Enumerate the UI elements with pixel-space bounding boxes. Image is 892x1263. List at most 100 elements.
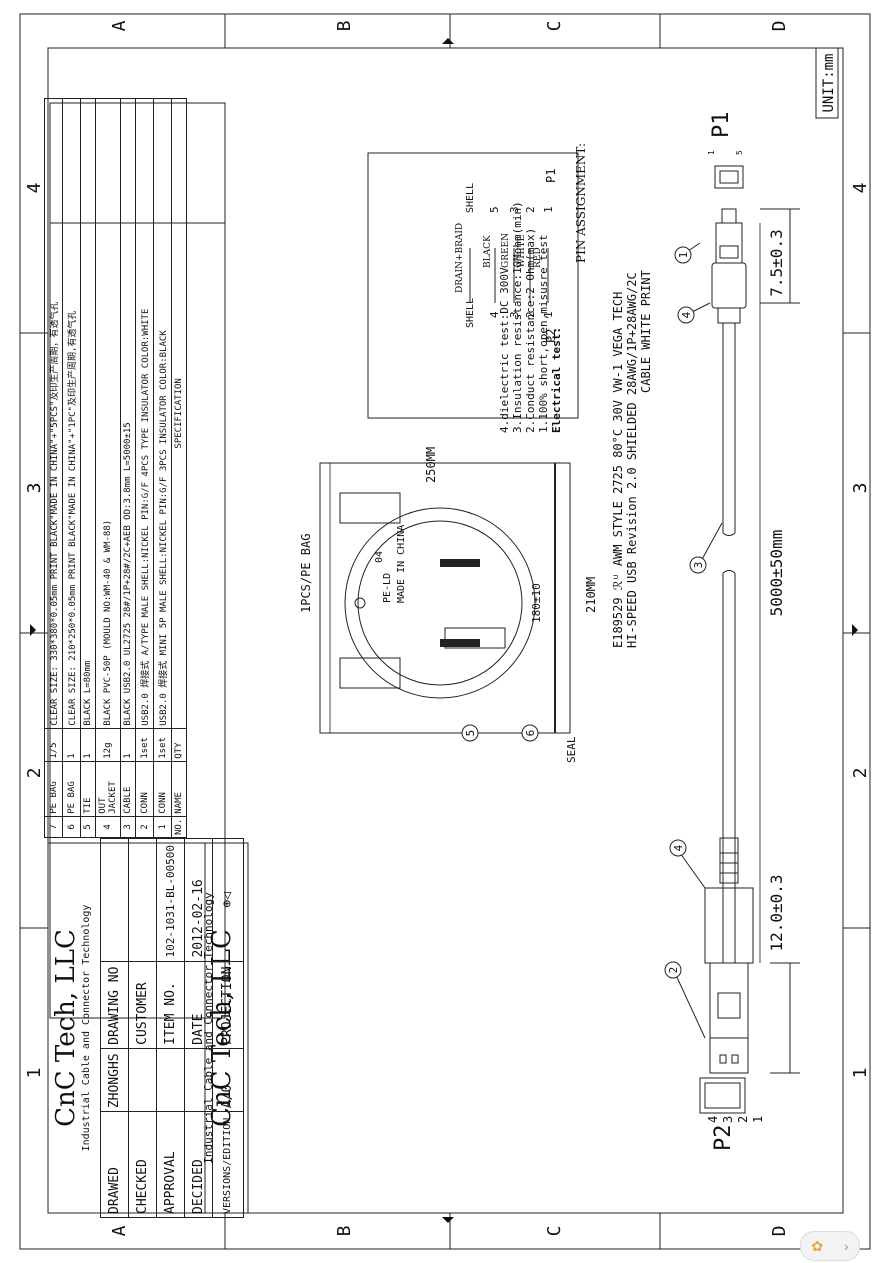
zone-right-1: 1 — [850, 1068, 871, 1079]
bag-view — [319, 462, 571, 734]
svg-text:SHELL: SHELL — [465, 183, 476, 213]
balloon-numbers-cable: 1 4 3 4 2 — [667, 252, 705, 974]
p2-pin-3: 3 — [721, 1116, 735, 1123]
zone-bottom-d: D — [769, 1226, 790, 1237]
bom-cell-spec: USB2.0 焊接式 A/TYPE MALE SHELL:NICKEL PIN:… — [135, 98, 154, 729]
bom-cell-name: PE BAG — [44, 761, 63, 817]
bom-cell-spec: CLEAR SIZE: 330*380*0.05mm PRINT BLACK"M… — [44, 98, 63, 729]
tb-version-value: A/0 — [212, 1048, 244, 1112]
title-block — [47, 842, 249, 1214]
bom-footer: SPECIFICATION — [171, 98, 187, 729]
zone-left-1: 1 — [24, 1068, 45, 1079]
title-grid: CnC Tech, LLC Industrial Cable and Conne… — [44, 838, 244, 1218]
svg-text:HI-SPEED USB Revision 2.0 SHIE: HI-SPEED USB Revision 2.0 SHIELDED 28AWG… — [625, 272, 639, 648]
svg-text:5: 5 — [488, 206, 501, 213]
bom-cell-spec: USB2.0 焊接式 MINI 5P MALE SHELL:NICKEL PIN… — [153, 98, 172, 729]
svg-text:4: 4 — [680, 311, 693, 318]
bom-cell-spec: BLACK L=80mm — [80, 98, 96, 729]
tb-drawed-value: ZHONGHS — [100, 1048, 128, 1112]
bom-cell-name: CONN — [153, 761, 172, 817]
svg-text:3: 3 — [692, 562, 705, 569]
next-page-icon[interactable]: › — [843, 1238, 849, 1254]
zone-top-b: B — [334, 21, 355, 32]
svg-text:4: 4 — [488, 311, 501, 318]
p2-dim: 12.0±0.3 — [767, 874, 786, 951]
bom-cell-no: 1 — [153, 816, 172, 838]
zone-right-4: 4 — [850, 183, 871, 194]
zone-bottom-c: C — [544, 1226, 565, 1237]
bom-cell-no: 7 — [44, 816, 63, 838]
bom-cell-no: 2 — [135, 816, 154, 838]
viewer-badge[interactable]: ✿ › — [800, 1231, 860, 1261]
svg-text:2: 2 — [524, 206, 537, 213]
outer-frame — [19, 13, 871, 1250]
svg-text:E189529 ℛᵁ AWM STYLE 2725 80°C: E189529 ℛᵁ AWM STYLE 2725 80°C 30V VW-1 … — [611, 292, 625, 648]
cable-assembly — [704, 208, 754, 1074]
tb-drawed-label: DRAWED — [100, 1111, 128, 1218]
coil-dim: 180±10 — [530, 583, 543, 623]
zone-labels: 1 2 3 4 1 2 3 4 A B C D A B C D — [24, 20, 871, 1236]
zone-left-4: 4 — [24, 183, 45, 194]
balloon-6: 6 — [524, 730, 537, 737]
svg-text:1: 1 — [677, 252, 690, 259]
svg-text:1: 1 — [542, 206, 555, 213]
bag-height-dim: 210MM — [584, 577, 598, 613]
tb-approval-label: APPROVAL — [156, 1111, 184, 1218]
bag-width-dim: 250MM — [424, 447, 438, 483]
bom-cell-spec: BLACK PVC-50P (MOULD NO:WM-40 & WM-88) — [95, 98, 121, 729]
electrical-test: Electrical test: 1.100% short,open,misus… — [498, 201, 563, 433]
svg-text:DRAIN+BRAID: DRAIN+BRAID — [455, 223, 465, 293]
tb-decided-label: DECIDED — [184, 1111, 212, 1218]
dimensions — [759, 208, 800, 1074]
p2-pin-4: 4 — [706, 1116, 720, 1123]
unit-label: UNIT:mm — [821, 53, 837, 112]
svg-text:1: 1 — [542, 311, 555, 318]
bom-cell-qty: 1 — [80, 728, 96, 762]
bom-cell-name: TIE — [80, 761, 96, 817]
svg-text:1.100% short,open,misusre test: 1.100% short,open,misusre test — [537, 234, 550, 433]
bag-recycle-code: 04 — [374, 551, 385, 563]
p1-end-view: P1 1 5 — [707, 112, 744, 189]
tb-subtitle: Industrial Cable and Connector Technolog… — [81, 904, 93, 1152]
cable-length-dim: 5000±50mm — [767, 530, 786, 617]
bag-seal: SEAL — [565, 736, 578, 763]
svg-text:3.Insulation resistance:10Mohm: 3.Insulation resistance:10Mohm(min) — [511, 201, 524, 433]
unit-box: UNIT:mm — [815, 47, 839, 119]
bag-recycle-name: PE-LD — [382, 573, 393, 603]
bom-cell-qty: 1set — [135, 728, 154, 762]
svg-text:PIN ASSIGNMENT:: PIN ASSIGNMENT: — [574, 143, 588, 263]
bom-cell-qty: 1 — [120, 728, 136, 762]
zone-right-3: 3 — [850, 483, 871, 494]
company-subtitle: Industrial Cable and Connector Technolog… — [202, 892, 215, 1164]
bom-cell-name: OUT JACKET — [95, 761, 121, 817]
bom-table — [49, 102, 226, 1019]
svg-text:2.Conduct resistance:2 Ohm(max: 2.Conduct resistance:2 Ohm(max) — [524, 228, 537, 433]
svg-text:Electrical test:: Electrical test: — [550, 327, 563, 433]
bom-cell-qty: 12g — [95, 728, 121, 762]
centering-arrows — [30, 38, 858, 1223]
p2-label: P2 — [711, 1125, 736, 1152]
p1-pin-5: 5 — [735, 150, 744, 155]
zone-markers — [20, 14, 870, 1249]
svg-text:4: 4 — [672, 844, 685, 851]
tb-company: CnC Tech, LLC — [51, 929, 82, 1127]
zone-bottom-a: A — [109, 1225, 130, 1236]
bom-cell-no: 4 — [95, 816, 121, 838]
tb-customer-label: CUSTOMER — [128, 961, 156, 1049]
balloon-5: 5 — [464, 730, 477, 737]
title-block-text: CnC Tech, LLC Industrial Cable and Conne… — [44, 838, 244, 1218]
zone-top-d: D — [769, 21, 790, 32]
svg-text:4.dielectric test:DC 300V: 4.dielectric test:DC 300V — [498, 267, 511, 433]
svg-text:P2: P2 — [544, 329, 558, 343]
cable-print: CABLE WHITE PRINT HI-SPEED USB Revision … — [611, 270, 653, 648]
svg-text:RED: RED — [533, 247, 543, 268]
bom-header-qty: QTY — [171, 728, 187, 762]
company-name: CnC Tech, LLC — [207, 929, 237, 1127]
bom-cell-qty: 1set — [153, 728, 172, 762]
